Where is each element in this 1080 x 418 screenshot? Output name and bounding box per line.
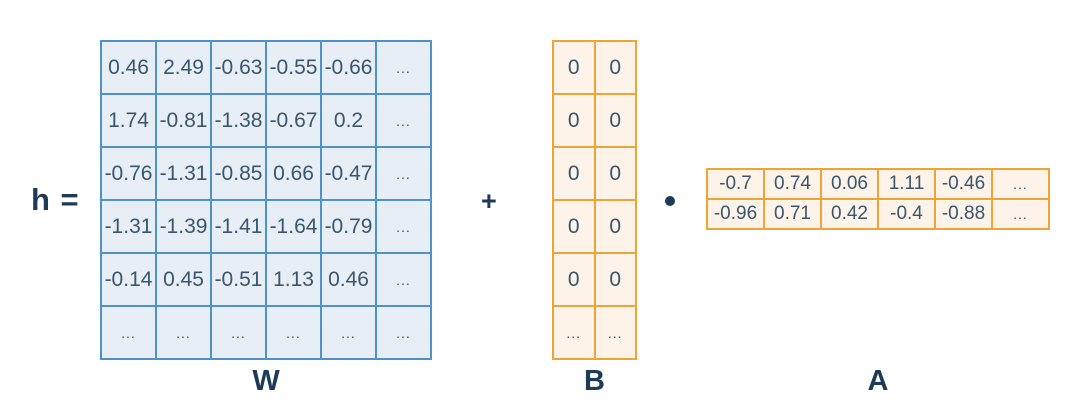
matrix-cell: -0.14 <box>101 253 156 306</box>
matrix-cell: -1.41 <box>211 200 266 253</box>
matrix-cell: 0.46 <box>101 41 156 94</box>
dot-product-operator-icon <box>665 196 675 206</box>
matrix-cell: 0.66 <box>266 147 321 200</box>
matrix-cell-ellipsis: ... <box>376 41 431 94</box>
matrix-cell-ellipsis: ... <box>266 306 321 359</box>
matrix-cell: 0 <box>594 94 636 147</box>
matrix-cell-ellipsis: ... <box>321 306 376 359</box>
matrix-cell-ellipsis: ... <box>376 147 431 200</box>
matrix-cell: 0.42 <box>821 199 878 229</box>
matrix-cell: 0.74 <box>764 169 821 199</box>
matrix-cell: -0.81 <box>156 94 211 147</box>
matrix-cell-ellipsis: ... <box>376 306 431 359</box>
matrix-cell: 2.49 <box>156 41 211 94</box>
h-equals-label: h = <box>31 182 80 217</box>
matrix-cell: -0.55 <box>266 41 321 94</box>
matrix-cell: -0.76 <box>101 147 156 200</box>
matrix-cell: 0.71 <box>764 199 821 229</box>
matrix-cell-ellipsis: ... <box>992 199 1049 229</box>
matrix-cell: -0.47 <box>321 147 376 200</box>
matrix-cell: 0 <box>594 253 636 306</box>
matrix-cell-ellipsis: ... <box>156 306 211 359</box>
matrix-cell: -0.88 <box>935 199 992 229</box>
matrix-cell: -0.4 <box>878 199 935 229</box>
matrix-cell-ellipsis: ... <box>211 306 266 359</box>
matrix-b: 0 0 0 0 0 0 0 0 0 0 ... ... <box>552 40 637 360</box>
matrix-cell: -0.66 <box>321 41 376 94</box>
matrix-a: -0.7 0.74 0.06 1.11 -0.46 ... -0.96 0.71… <box>706 168 1050 230</box>
plus-operator: + <box>481 186 497 216</box>
matrix-cell-ellipsis: ... <box>101 306 156 359</box>
matrix-w-label: W <box>252 365 280 397</box>
matrix-a-label: A <box>867 365 889 397</box>
matrix-cell: -0.7 <box>707 169 764 199</box>
matrix-cell: -0.63 <box>211 41 266 94</box>
matrix-cell: -0.79 <box>321 200 376 253</box>
matrix-cell-ellipsis: ... <box>376 94 431 147</box>
matrix-cell: -1.39 <box>156 200 211 253</box>
matrix-cell: -1.64 <box>266 200 321 253</box>
matrix-cell-ellipsis: ... <box>376 200 431 253</box>
matrix-cell-ellipsis: ... <box>992 169 1049 199</box>
matrix-cell: -1.31 <box>101 200 156 253</box>
matrix-cell: 0 <box>553 94 595 147</box>
matrix-cell-ellipsis: ... <box>376 253 431 306</box>
matrix-cell: 1.11 <box>878 169 935 199</box>
matrix-cell: 0 <box>553 147 595 200</box>
matrix-cell: 0 <box>594 41 636 94</box>
matrix-cell: 0 <box>594 200 636 253</box>
matrix-cell: 0.46 <box>321 253 376 306</box>
matrix-cell: 0 <box>594 147 636 200</box>
matrix-cell: 0 <box>553 253 595 306</box>
matrix-cell-ellipsis: ... <box>594 306 636 359</box>
matrix-cell: -0.85 <box>211 147 266 200</box>
matrix-cell: 0.2 <box>321 94 376 147</box>
matrix-b-label: B <box>584 365 605 397</box>
matrix-cell: 0.06 <box>821 169 878 199</box>
matrix-cell: -0.96 <box>707 199 764 229</box>
matrix-cell: -1.31 <box>156 147 211 200</box>
matrix-cell-ellipsis: ... <box>553 306 595 359</box>
matrix-cell: 0 <box>553 41 595 94</box>
matrix-cell: 1.74 <box>101 94 156 147</box>
matrix-cell: -0.46 <box>935 169 992 199</box>
matrix-cell: 0.45 <box>156 253 211 306</box>
matrix-cell: -1.38 <box>211 94 266 147</box>
matrix-cell: -0.67 <box>266 94 321 147</box>
matrix-cell: 1.13 <box>266 253 321 306</box>
matrix-cell: -0.51 <box>211 253 266 306</box>
matrix-cell: 0 <box>553 200 595 253</box>
matrix-w: 0.46 2.49 -0.63 -0.55 -0.66 ... 1.74 -0.… <box>100 40 432 360</box>
